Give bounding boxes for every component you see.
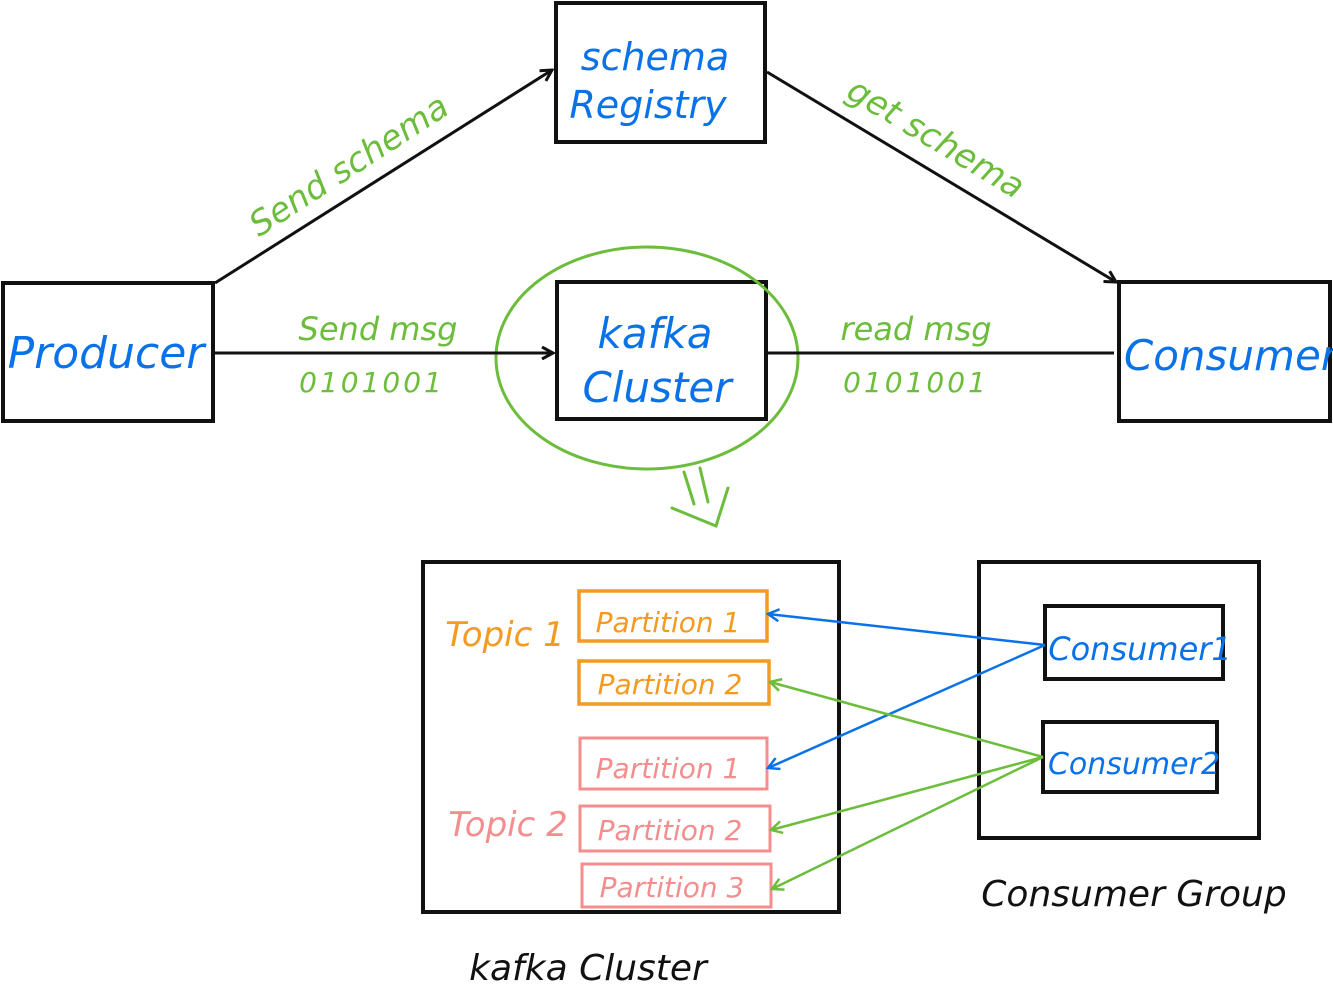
topic1-partition2-label: Partition 2 — [598, 668, 743, 701]
consumer1-to-topic1-partition1 — [768, 614, 1046, 647]
schema-registry-label-line2: Registry — [569, 83, 727, 127]
kafka-cluster-highlight — [494, 245, 800, 471]
read-msg-bits: 0101001 — [843, 366, 989, 399]
topic2-partition2-label: Partition 2 — [598, 814, 743, 847]
read-msg-label: read msg — [840, 310, 991, 348]
send-msg-label: Send msg — [299, 310, 458, 348]
consumer2-label: Consumer2 — [1048, 747, 1220, 782]
consumer2-to-topic2-partition3 — [772, 755, 1044, 889]
consumer2-to-topic2-partition2 — [771, 755, 1044, 830]
topic2-partition3-label: Partition 3 — [600, 871, 745, 904]
consumer-box — [1117, 280, 1332, 423]
schema-registry-label-line1: schema — [581, 35, 729, 79]
topic2-label: Topic 2 — [448, 805, 568, 845]
topic1-partition1-label: Partition 1 — [596, 606, 741, 639]
get-schema-label: get schema — [840, 70, 1032, 207]
get-schema-edge — [766, 70, 1116, 282]
consumer1-label: Consumer1 — [1048, 630, 1232, 668]
consumer1-to-topic2-partition1 — [768, 643, 1046, 768]
consumer-label: Consumer — [1124, 331, 1333, 380]
producer-box — [1, 281, 215, 423]
kafka-cluster-label-line1: kafka — [598, 309, 713, 358]
kafka-cluster-caption: kafka Cluster — [469, 948, 709, 989]
send-schema-edge — [214, 70, 552, 285]
topic2-partition1-label: Partition 1 — [596, 752, 741, 785]
consumer2-to-topic1-partition2 — [770, 682, 1044, 759]
send-msg-bits: 0101001 — [299, 366, 445, 399]
consumer1-box — [1043, 604, 1225, 681]
consumer-group-caption: Consumer Group — [981, 874, 1286, 915]
send-schema-label: Send schema — [242, 87, 456, 245]
schema-registry-box — [554, 1, 767, 144]
consumer-group-box — [977, 560, 1261, 840]
kafka-cluster-box — [555, 280, 768, 421]
expand-arrow-icon — [670, 466, 730, 529]
kafka-cluster-label-line2: Cluster — [582, 363, 734, 412]
topic1-label: Topic 1 — [445, 615, 565, 655]
producer-label: Producer — [8, 328, 208, 379]
